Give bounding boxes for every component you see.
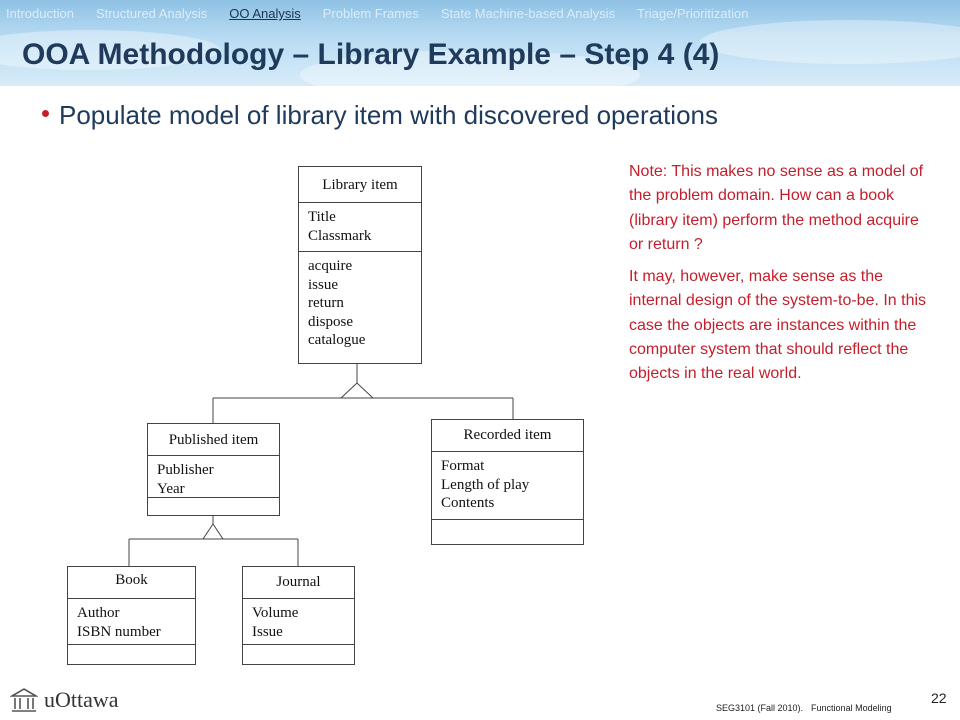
operation: catalogue: [308, 332, 366, 348]
note-paragraph: It may, however, make sense as the inter…: [629, 268, 927, 383]
inheritance-triangle-icon: [202, 523, 224, 540]
slide-title: OOA Methodology – Library Example – Step…: [22, 38, 720, 71]
nav-item-triage-prioritization[interactable]: Triage/Prioritization: [636, 6, 749, 21]
footer-course: SEG3101 (Fall 2010).: [716, 703, 804, 713]
class-attributes: Publisher Year: [148, 456, 279, 498]
nav-item-problem-frames[interactable]: Problem Frames: [322, 6, 419, 21]
operation: dispose: [308, 313, 353, 330]
inheritance-triangle-icon: [339, 382, 375, 399]
class-operations: acquire issue return dispose catalogue: [299, 252, 421, 354]
class-journal: Journal Volume Issue: [242, 566, 355, 665]
class-published-item: Published item Publisher Year: [147, 423, 280, 516]
class-attributes: Volume Issue: [243, 599, 354, 645]
footer-course-info: SEG3101 (Fall 2010). Functional Modeling: [716, 703, 900, 713]
class-name: Book: [68, 567, 195, 599]
top-navigation: Introduction Structured Analysis OO Anal…: [6, 6, 956, 26]
attribute: Issue: [252, 623, 283, 640]
attribute: Author: [77, 605, 120, 621]
background-wave: [300, 50, 640, 86]
attribute: Title: [308, 209, 336, 225]
note-text: Note: This makes no sense as a model of …: [629, 160, 929, 395]
attribute: Year: [157, 480, 185, 497]
attribute: Publisher: [157, 462, 214, 478]
background-wave: [700, 20, 960, 64]
attribute: Format: [441, 458, 485, 474]
university-building-icon: [10, 688, 38, 712]
nav-item-structured-analysis[interactable]: Structured Analysis: [95, 6, 208, 21]
footer-topic: Functional Modeling: [811, 703, 892, 713]
note-paragraph: Note: This makes no sense as a model of …: [629, 163, 924, 253]
attribute: Classmark: [308, 227, 372, 244]
attribute: Length of play: [441, 476, 530, 493]
class-name: Recorded item: [432, 420, 583, 452]
attribute: Contents: [441, 495, 495, 511]
attribute: Volume: [252, 605, 299, 621]
class-recorded-item: Recorded item Format Length of play Cont…: [431, 419, 584, 545]
page-number: 22: [931, 690, 947, 706]
class-library-item: Library item Title Classmark acquire iss…: [298, 166, 422, 364]
bullet-dot-icon: [42, 110, 49, 117]
class-name: Journal: [243, 567, 354, 599]
nav-item-state-machine-based-analysis[interactable]: State Machine-based Analysis: [440, 6, 615, 21]
background-wave: [0, 30, 220, 70]
class-name: Published item: [148, 424, 279, 456]
class-name: Library item: [299, 167, 421, 203]
operation: acquire: [308, 258, 353, 274]
bullet-point: Populate model of library item with disc…: [42, 100, 718, 131]
header-band: Introduction Structured Analysis OO Anal…: [0, 0, 960, 86]
nav-item-oo-analysis[interactable]: OO Analysis: [229, 6, 301, 21]
class-book: Book Author ISBN number: [67, 566, 196, 665]
university-logo: uOttawa: [10, 686, 119, 714]
operation: return: [308, 295, 344, 311]
class-attributes: Title Classmark: [299, 203, 421, 252]
bullet-text: Populate model of library item with disc…: [59, 100, 719, 130]
attribute: ISBN number: [77, 623, 161, 640]
operation: issue: [308, 276, 338, 293]
logo-text: uOttawa: [44, 687, 119, 712]
class-attributes: Format Length of play Contents: [432, 452, 583, 520]
nav-item-introduction[interactable]: Introduction: [6, 6, 74, 21]
class-attributes: Author ISBN number: [68, 599, 195, 645]
